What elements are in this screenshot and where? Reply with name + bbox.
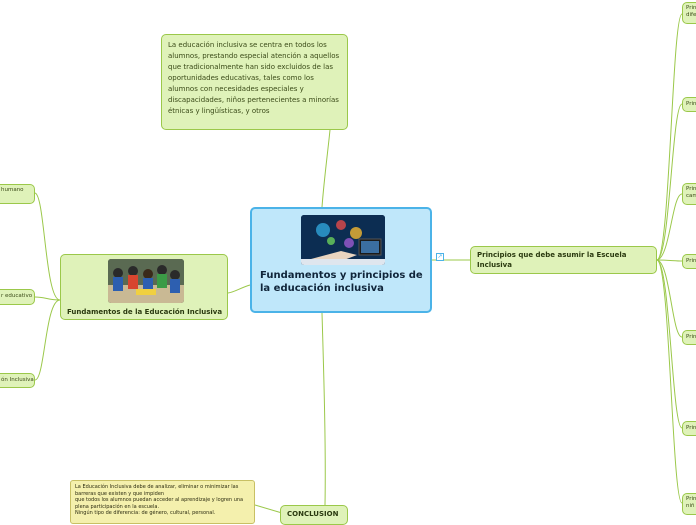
conclusion-title: CONCLUSION <box>287 510 339 518</box>
principio-7-label: Princ niñ <box>686 496 696 509</box>
central-topic-image <box>301 215 385 265</box>
principios-node[interactable]: Principios que debe asumir la Escuela In… <box>470 246 657 274</box>
fundamentos-child-2-label: r educativo <box>1 293 33 299</box>
principio-6[interactable]: Princ <box>682 421 696 436</box>
central-topic[interactable]: Fundamentos y principios de la educación… <box>250 207 432 313</box>
principio-2-label: Princ <box>686 101 696 107</box>
description-text: La educación inclusiva se centra en todo… <box>168 41 340 115</box>
principio-3[interactable]: Princ cam <box>682 183 696 205</box>
principio-5-label: Princ <box>686 334 696 340</box>
conclusion-note[interactable]: La Educación Inclusiva debe de analizar,… <box>70 480 255 524</box>
conclusion-text: La Educación Inclusiva debe de analizar,… <box>75 484 244 516</box>
central-topic-title: Fundamentos y principios de la educación… <box>260 270 423 294</box>
fundamentos-child-1-label: humano <box>1 187 24 193</box>
fundamentos-child-2[interactable]: r educativo <box>0 289 35 305</box>
principio-2[interactable]: Princ <box>682 97 696 112</box>
principio-3-label: Princ cam <box>686 186 696 199</box>
fundamentos-child-3-label: ón Inclusiva <box>1 377 34 383</box>
fundamentos-child-1[interactable]: humano <box>0 184 35 204</box>
conclusion-node[interactable]: CONCLUSION <box>280 505 348 525</box>
fundamentos-title: Fundamentos de la Educación Inclusiva <box>67 308 223 316</box>
principio-1-label: Princ dife <box>686 5 696 18</box>
principio-1[interactable]: Princ dife <box>682 2 696 24</box>
fundamentos-node[interactable]: Fundamentos de la Educación Inclusiva <box>60 254 228 320</box>
classroom-image <box>108 259 184 303</box>
description-node[interactable]: La educación inclusiva se centra en todo… <box>161 34 348 130</box>
principio-5[interactable]: Princ <box>682 330 696 345</box>
fundamentos-child-3[interactable]: ón Inclusiva <box>0 373 35 388</box>
principio-4-label: Princ <box>686 258 696 264</box>
principio-4[interactable]: Princ <box>682 254 696 269</box>
expand-icon[interactable]: ↗ <box>436 253 444 261</box>
principio-7[interactable]: Princ niñ <box>682 493 696 515</box>
principio-6-label: Princ <box>686 425 696 431</box>
principios-title: Principios que debe asumir la Escuela In… <box>477 251 627 269</box>
